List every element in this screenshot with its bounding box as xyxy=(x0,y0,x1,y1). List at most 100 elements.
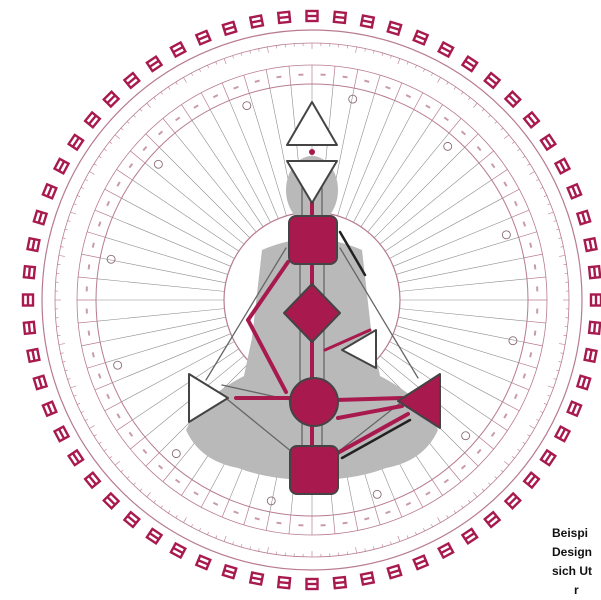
hexagram-glyph-icon xyxy=(589,322,600,334)
hexagram-glyph-icon xyxy=(334,577,346,588)
gate-number-mark xyxy=(536,309,538,314)
gate-number-mark xyxy=(158,465,163,470)
hexagram-glyph-icon xyxy=(55,159,69,173)
hexagram-glyph-icon xyxy=(361,573,374,585)
gate-number-mark xyxy=(106,394,110,399)
gate-number-mark xyxy=(529,243,532,248)
root-center xyxy=(290,446,338,494)
hexagram-glyph-icon xyxy=(577,376,590,389)
gate-number-mark xyxy=(175,479,180,484)
gate-number-mark xyxy=(342,522,347,525)
gate-number-mark xyxy=(129,163,134,168)
hexagram-glyph-icon xyxy=(223,22,236,35)
gate-number-mark xyxy=(88,264,91,269)
hexagram-glyph-icon xyxy=(278,12,290,23)
hexagram-glyph-icon xyxy=(541,135,555,150)
caption-line-1: Beispi xyxy=(552,524,601,543)
gate-number-mark xyxy=(385,86,390,90)
hexagram-glyph-icon xyxy=(439,43,453,57)
hexagram-glyph-icon xyxy=(171,543,185,557)
gate-number-mark xyxy=(534,330,537,335)
gate-number-mark xyxy=(491,432,496,437)
gate-number-mark xyxy=(158,130,163,135)
hexagram-glyph-icon xyxy=(439,543,453,557)
gate-number-mark xyxy=(534,264,537,269)
gate-number-mark xyxy=(461,465,466,470)
gate-number-mark xyxy=(477,449,482,454)
hexagram-glyph-icon xyxy=(250,15,263,27)
zodiac-symbol-icon xyxy=(243,102,251,110)
hexagram-glyph-icon xyxy=(250,573,263,585)
gate-number-mark xyxy=(86,309,88,314)
zodiac-symbol-icon xyxy=(114,361,122,369)
gate-number-mark xyxy=(298,74,303,76)
hexagram-glyph-icon xyxy=(568,402,581,416)
hexagram-glyph-icon xyxy=(85,112,100,127)
hexagram-glyph-icon xyxy=(307,11,318,21)
hexagram-glyph-icon xyxy=(278,577,290,588)
hexagram-glyph-icon xyxy=(104,92,119,107)
hexagram-glyph-icon xyxy=(462,529,477,543)
gate-number-mark xyxy=(213,94,218,98)
gate-number-mark xyxy=(233,86,238,90)
zodiac-symbol-icon xyxy=(154,160,162,168)
gate-number-mark xyxy=(503,181,507,186)
gate-number-mark xyxy=(364,517,369,520)
gate-number-mark xyxy=(477,146,482,151)
gate-number-mark xyxy=(444,117,449,122)
gate-number-mark xyxy=(406,94,411,98)
hexagram-glyph-icon xyxy=(34,376,47,389)
hexagram-glyph-icon xyxy=(585,349,597,362)
throat-center xyxy=(289,216,337,264)
hexagram-glyph-icon xyxy=(27,349,39,362)
hexagram-glyph-icon xyxy=(485,73,500,88)
gate-number-mark xyxy=(529,352,532,357)
hexagram-glyph-icon xyxy=(462,57,477,71)
caption-line-3: sich Ut xyxy=(552,562,601,581)
gate-number-mark xyxy=(233,511,238,515)
gate-number-mark xyxy=(106,201,110,206)
hexagram-glyph-icon xyxy=(171,43,185,57)
gate-number-mark xyxy=(276,522,281,525)
gate-number-mark xyxy=(92,352,95,357)
zodiac-symbol-icon xyxy=(502,231,510,239)
figure-caption: Beispi Design sich Ut r xyxy=(552,524,601,600)
hexagram-glyph-icon xyxy=(388,565,401,578)
hexagram-glyph-icon xyxy=(585,238,597,251)
hexagram-glyph-icon xyxy=(524,112,539,127)
gate-number-mark xyxy=(88,330,91,335)
hexagram-glyph-icon xyxy=(34,211,47,224)
hexagram-glyph-icon xyxy=(505,92,520,107)
gate-number-mark xyxy=(444,479,449,484)
gate-number-mark xyxy=(276,76,281,79)
hexagram-glyph-icon xyxy=(591,295,601,306)
hexagram-glyph-icon xyxy=(55,427,69,441)
hexagram-glyph-icon xyxy=(124,73,139,88)
zodiac-symbol-icon xyxy=(172,450,180,458)
gate-number-mark xyxy=(491,163,496,168)
hexagram-glyph-icon xyxy=(43,402,56,416)
hexagram-glyph-icon xyxy=(414,556,428,569)
gate-number-mark xyxy=(116,413,120,418)
gate-number-mark xyxy=(298,524,303,526)
hexagram-glyph-icon xyxy=(24,266,35,278)
gate-number-mark xyxy=(536,286,538,291)
hexagram-glyph-icon xyxy=(485,512,500,527)
gate-number-mark xyxy=(86,286,88,291)
hexagram-glyph-icon xyxy=(568,184,581,198)
gate-number-mark xyxy=(98,373,102,378)
gate-number-mark xyxy=(385,511,390,515)
hexagram-glyph-icon xyxy=(104,493,119,508)
gate-number-mark xyxy=(342,76,347,79)
gate-number-mark xyxy=(255,80,260,83)
hexagram-glyph-icon xyxy=(334,12,346,23)
hexagram-glyph-icon xyxy=(307,579,318,589)
zodiac-symbol-icon xyxy=(373,490,381,498)
caption-line-2: Design xyxy=(552,543,601,562)
gate-number-mark xyxy=(514,201,518,206)
hexagram-glyph-icon xyxy=(23,295,33,306)
hexagram-glyph-icon xyxy=(541,450,555,465)
gate-number-mark xyxy=(503,413,507,418)
gate-number-mark xyxy=(523,373,527,378)
